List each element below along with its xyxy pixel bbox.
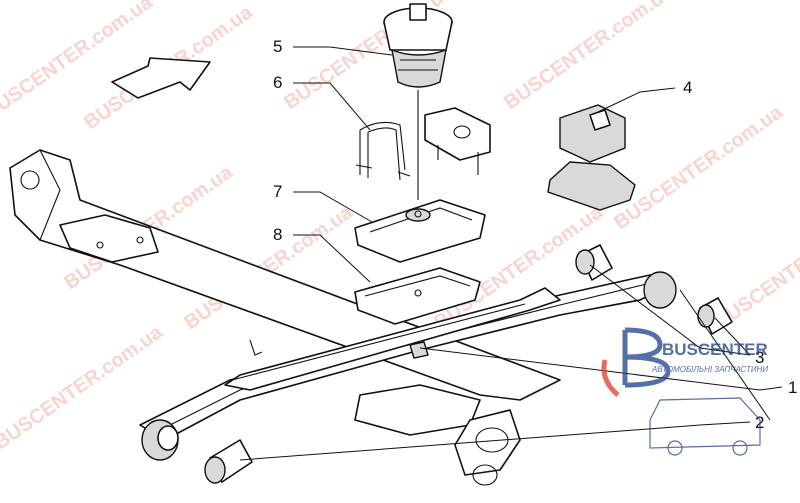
- bump-stop-5: [383, 3, 453, 88]
- callout-8: 8: [273, 225, 282, 244]
- logo-tagline: АВТОМОБІЛЬНІ ЗАПЧАСТИНИ: [651, 365, 768, 374]
- bushing-2: [204, 439, 253, 484]
- lower-plate-8: [354, 267, 481, 325]
- rubber-block-4: [547, 104, 636, 211]
- direction-arrow-icon: [111, 57, 211, 99]
- leader-lines: [239, 46, 783, 461]
- callout-1: 1: [788, 378, 797, 397]
- bushing-3-right: [697, 297, 733, 335]
- upper-plate-7: [354, 199, 486, 263]
- leaf-spring: [139, 271, 677, 461]
- callout-4: 4: [683, 78, 692, 97]
- watermark-text: BUSCENTER.com.ua: [0, 0, 157, 124]
- callout-6: 6: [273, 73, 282, 92]
- watermark-text: BUSCENTER.com.ua: [500, 0, 677, 114]
- bushing-3-left: [575, 244, 613, 281]
- centre-nut: [409, 90, 429, 359]
- logo-name: BUSCENTER: [662, 340, 768, 359]
- mounting-bracket: [424, 107, 491, 175]
- callout-3: 3: [755, 348, 764, 367]
- callout-7: 7: [273, 182, 282, 201]
- callout-5: 5: [273, 37, 282, 56]
- watermark-text: BUSCENTER.com.ua: [610, 101, 787, 234]
- buscenter-logo: BUSCENTER АВТОМОБІЛЬНІ ЗАПЧАСТИНИ: [601, 327, 768, 456]
- u-bolt-6: [355, 121, 411, 181]
